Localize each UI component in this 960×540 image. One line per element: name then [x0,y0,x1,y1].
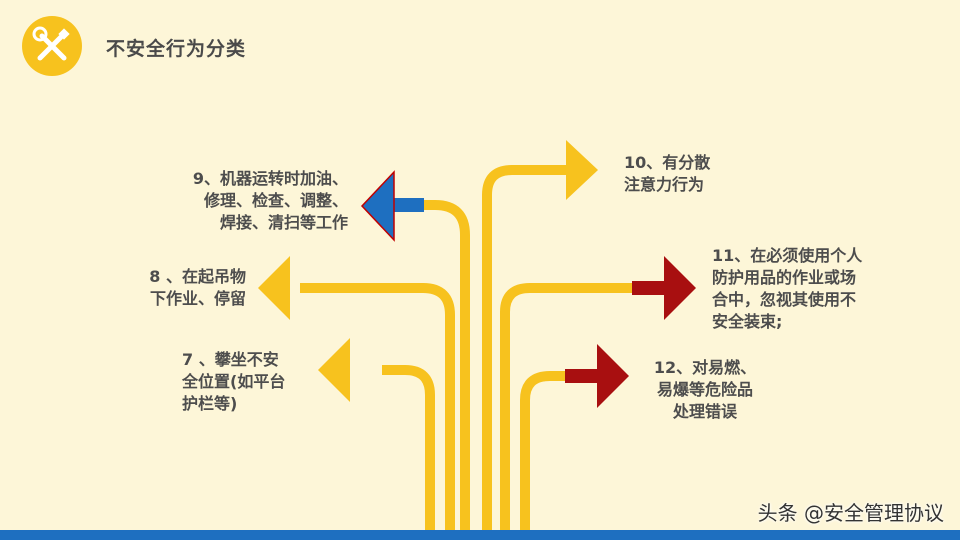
arrow-11-head [664,256,696,320]
arrow-11-red-segment [632,281,666,295]
arrow-10-head [566,140,598,200]
arrow-12-head [597,344,629,408]
item-10-label: 10、有分散 注意力行为 [624,153,711,194]
page-title: 不安全行为分类 [106,38,247,60]
item-8-label: 8 、在起吊物 下作业、停留 [149,267,246,308]
arrow-path-8 [300,283,455,530]
arrow-9-head [360,170,395,242]
item-12-label: 12、对易燃、 易爆等危险品 处理错误 [653,358,757,421]
item-9-label: 9、机器运转时加油、 修理、检查、调整、 焊接、清扫等工作 [192,169,348,232]
item-7-label: 7 、攀坐不安 全位置(如平台 护栏等) [182,350,286,413]
bottom-bar [0,530,960,540]
item-11-label: 11、在必须使用个人 防护用品的作业或场 合中，忽视其使用不 安全装束; [712,246,863,331]
arrow-path-9 [420,200,470,530]
arrow-path-11 [500,283,632,530]
watermark: 头条 @安全管理协议 [757,501,944,525]
arrow-path-7 [382,365,435,530]
arrow-8-head [258,256,290,320]
arrow-7-head [318,338,350,402]
arrow-12-red-segment [565,369,599,383]
arrow-path-10 [482,165,570,530]
tools-icon [22,16,82,76]
arrow-9-blue-segment [392,198,424,212]
arrow-path-12 [520,371,565,530]
